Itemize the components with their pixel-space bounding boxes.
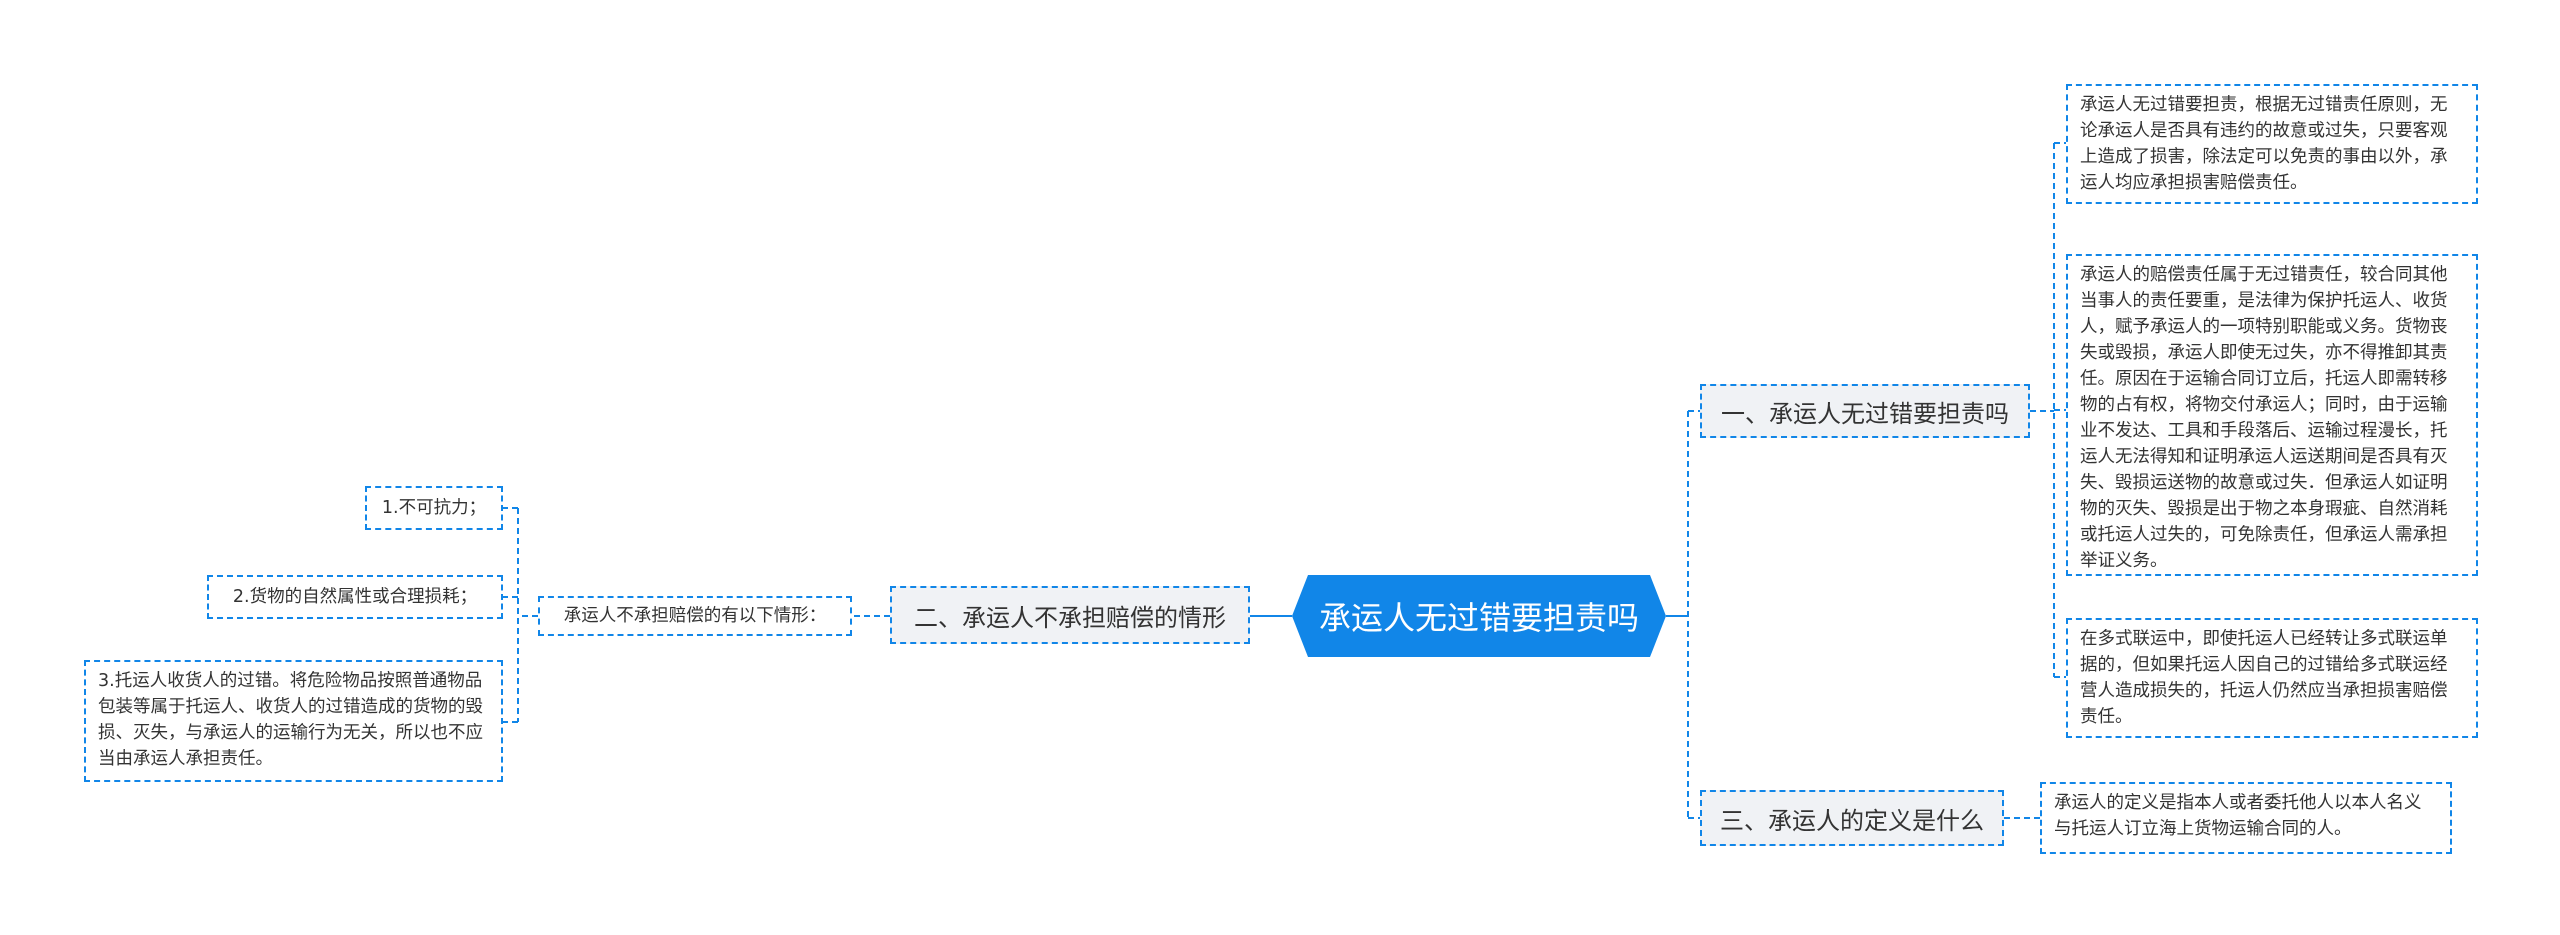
leaf-natural-properties[interactable]: 2.货物的自然属性或合理损耗； — [207, 575, 503, 619]
branch-label: 三、承运人的定义是什么 — [1720, 806, 1984, 835]
leaf-text: 3.托运人收货人的过错。将危险物品按照普通物品包装等属于托运人、收货人的过错造成… — [98, 671, 483, 769]
leaf-text: 2.货物的自然属性或合理损耗； — [232, 587, 478, 607]
branch-label: 二、承运人不承担赔偿的情形 — [914, 603, 1226, 632]
branch-no-fault-liability[interactable]: 一、承运人无过错要担责吗 — [1700, 384, 2030, 438]
root-topic[interactable]: 承运人无过错要担责吗 — [1292, 575, 1666, 657]
leaf-text: 承运人的定义是指本人或者委托他人以本人名义与托运人订立海上货物运输合同的人。 — [2054, 793, 2422, 839]
leaf-multimodal-transport[interactable]: 在多式联运中，即使托运人已经转让多式联运单据的，但如果托运人因自己的过错给多式联… — [2066, 618, 2478, 738]
leaf-no-fault-principle[interactable]: 承运人无过错要担责，根据无过错责任原则，无论承运人是否具有违约的故意或过失，只要… — [2066, 84, 2478, 204]
leaf-shipper-fault[interactable]: 3.托运人收货人的过错。将危险物品按照普通物品包装等属于托运人、收货人的过错造成… — [84, 660, 503, 782]
leaf-liability-explanation[interactable]: 承运人的赔偿责任属于无过错责任，较合同其他当事人的责任要重，是法律为保护托运人、… — [2066, 254, 2478, 576]
sub-topic-label: 承运人不承担赔偿的有以下情形： — [563, 606, 827, 626]
branch-label: 一、承运人无过错要担责吗 — [1721, 399, 2009, 428]
leaf-text: 承运人无过错要担责，根据无过错责任原则，无论承运人是否具有违约的故意或过失，只要… — [2080, 95, 2448, 193]
leaf-force-majeure[interactable]: 1.不可抗力； — [365, 486, 503, 530]
branch-carrier-definition[interactable]: 三、承运人的定义是什么 — [1700, 790, 2004, 846]
branch-non-liability-cases[interactable]: 二、承运人不承担赔偿的情形 — [890, 586, 1250, 644]
sub-topic-non-liability-list[interactable]: 承运人不承担赔偿的有以下情形： — [538, 596, 852, 636]
leaf-text: 在多式联运中，即使托运人已经转让多式联运单据的，但如果托运人因自己的过错给多式联… — [2080, 629, 2448, 727]
leaf-carrier-definition[interactable]: 承运人的定义是指本人或者委托他人以本人名义与托运人订立海上货物运输合同的人。 — [2040, 782, 2452, 854]
leaf-text: 承运人的赔偿责任属于无过错责任，较合同其他当事人的责任要重，是法律为保护托运人、… — [2080, 265, 2448, 571]
root-topic-label: 承运人无过错要担责吗 — [1318, 599, 1639, 637]
leaf-text: 1.不可抗力； — [381, 498, 487, 518]
